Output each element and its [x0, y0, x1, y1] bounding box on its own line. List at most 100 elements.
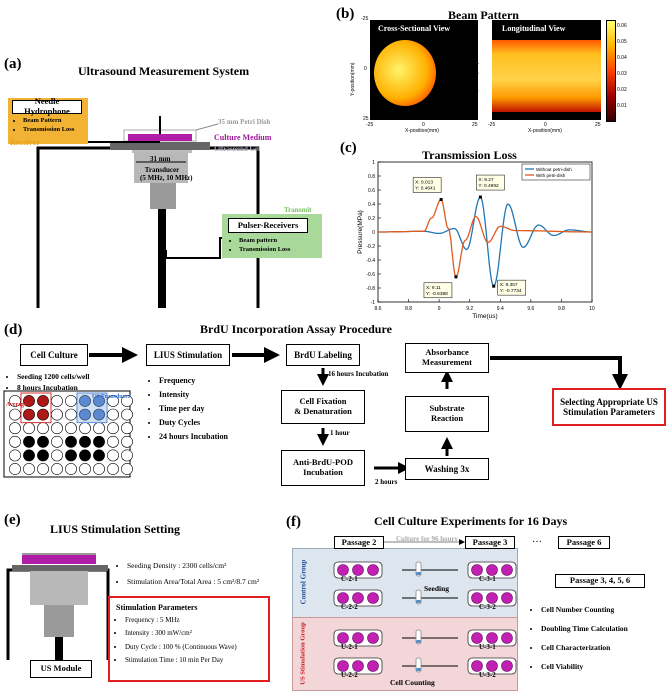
culture-96-label: Culture for 96 hours	[396, 535, 458, 543]
colorbar-tick: 0.02	[617, 87, 627, 93]
selecting-line: Selecting Appropriate US	[560, 396, 658, 407]
dimension-label: 31 mm	[150, 155, 171, 163]
y-tick-label: 1	[372, 160, 375, 166]
x-tick-label: 9	[438, 306, 441, 312]
datatip-marker	[454, 275, 458, 279]
dish-well	[367, 660, 379, 672]
anti-line: Incubation	[303, 467, 343, 477]
well-label: U-3-1	[479, 643, 496, 651]
cell-counting-label: Cell Counting	[390, 678, 435, 687]
cross-title: Cross-Sectional View	[378, 24, 451, 33]
plate-well	[23, 435, 35, 448]
well-label: U-2-2	[341, 671, 358, 679]
plate-well	[121, 463, 133, 475]
y-tick-label: 0.2	[368, 216, 375, 222]
y-tick-label: -0.8	[366, 286, 375, 292]
dish-well	[367, 632, 379, 644]
well-label: C-2-2	[341, 603, 358, 611]
parameters-box: Stimulation Parameters Frequency : 5 MHz…	[108, 596, 270, 682]
fixation-box: Cell Fixation& Denaturation	[281, 390, 365, 424]
datatip-marker	[439, 198, 443, 202]
dish-well	[501, 632, 513, 644]
plate-well	[93, 463, 105, 475]
y-tick-label: -1	[371, 300, 376, 306]
ultrasound-gel-label: Ultrasound Gel	[214, 145, 261, 153]
dish-well	[337, 592, 349, 604]
dish-well	[352, 632, 364, 644]
plate-well	[9, 463, 21, 475]
dish-well	[501, 660, 513, 672]
passage-6-box: Passage 6	[558, 536, 610, 549]
dish-well	[337, 660, 349, 672]
colorbar-tick: 0.01	[617, 103, 627, 109]
receiver-item: Transmission Loss	[23, 125, 74, 134]
y-tick-label: -0.4	[366, 258, 375, 264]
us-transducer-label: US Transducer	[92, 394, 131, 400]
x-tick-label: 10	[589, 306, 595, 312]
dish-well	[471, 592, 483, 604]
panel-label-e: (e)	[4, 512, 21, 528]
panel-d-title: BrdU Incorporation Assay Procedure	[200, 322, 392, 336]
lius-stimulation-box: LIUS Stimulation	[146, 344, 230, 366]
pulser-receivers-box: Pulser-Receivers	[228, 218, 308, 233]
lius-list: Frequency Intensity Time per day Duty Cy…	[150, 374, 228, 444]
lius-item: Frequency	[159, 374, 228, 388]
long-title: Longitudinal View	[502, 24, 566, 33]
plate-well	[65, 463, 77, 475]
plate-well	[79, 395, 91, 407]
plate-well	[9, 449, 21, 462]
plate-well	[93, 408, 105, 421]
plate-well	[79, 463, 91, 475]
culture-item: Seeding 1200 cells/well	[17, 372, 90, 383]
y-tick-label: -0.6	[366, 272, 375, 278]
outcome-list: Cell Number Counting Doubling Time Calcu…	[532, 600, 628, 677]
datatip-text: Y: 0.4641	[415, 186, 436, 192]
needle-hydrophone-box: Needle Hydrophone	[12, 96, 82, 116]
b-xlabel: X-position(mm)	[528, 128, 562, 134]
transducer-name: Transducer	[144, 166, 180, 174]
plate-well	[93, 395, 105, 407]
param-title: Stimulation Parameters	[116, 603, 198, 612]
dish-well	[367, 564, 379, 576]
outcome-item: Cell Characterization	[541, 638, 628, 657]
longitudinal-plot: Longitudinal View	[492, 20, 601, 120]
culture-item: 8 hours Incubation	[17, 383, 90, 394]
dish-well	[352, 660, 364, 672]
culture-medium-label: Culture Medium	[214, 133, 272, 142]
lius-item: Time per day	[159, 402, 228, 416]
plate-well	[107, 449, 119, 462]
series-line-1	[378, 198, 592, 278]
dish-well	[486, 632, 498, 644]
colorbar-tick: 0.05	[617, 39, 627, 45]
panel-label-b: (b)	[336, 6, 355, 22]
x-tick-label: 9.8	[558, 306, 565, 312]
t1-label: 1 hour	[330, 429, 350, 437]
ellipsis: …	[532, 534, 542, 545]
y-tick-label: 0	[372, 230, 375, 236]
seeding-label: Seeding	[424, 584, 450, 593]
average-label: Average	[6, 402, 27, 408]
anti-line: Anti-BrdU-POD	[293, 457, 353, 468]
brdu-labeling-box: BrdU Labeling	[286, 344, 360, 366]
b-xtick: 25	[595, 122, 601, 128]
b-xtick: 0	[422, 122, 425, 128]
datatip-text: X: 9.357	[500, 282, 518, 288]
y-axis-label: Pressure(MPa)	[357, 210, 364, 254]
y-tick-label: 0.6	[368, 188, 375, 194]
us-group-area	[292, 617, 518, 691]
plate-well	[51, 449, 63, 462]
well-label: U-3-2	[479, 671, 496, 679]
dish-well	[471, 564, 483, 576]
dish-well	[486, 564, 498, 576]
panel-label-a: (a)	[4, 56, 22, 72]
b-xtick: 0	[544, 122, 547, 128]
datatip-box	[412, 177, 442, 193]
well-label: C-2-1	[341, 575, 358, 583]
x-tick-label: 8.8	[405, 306, 412, 312]
legend-label: Without petri-dish	[536, 167, 572, 172]
plate-well	[65, 422, 77, 435]
transducer-freq: (5 MHz, 10 MHz)	[140, 174, 193, 182]
cross-sectional-plot: Cross-Sectional View	[370, 20, 478, 120]
plate-well	[23, 395, 35, 407]
